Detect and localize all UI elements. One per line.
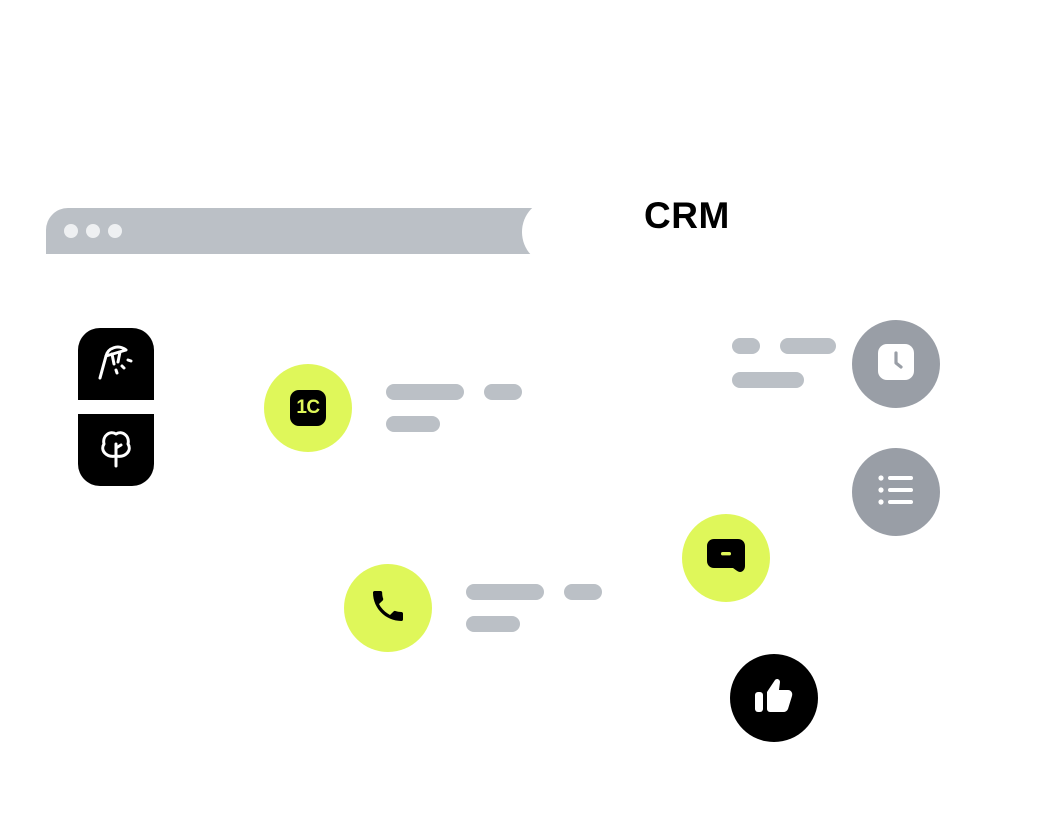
phone-call-circle[interactable] <box>344 564 432 652</box>
thumbs-up-icon <box>753 676 795 721</box>
clock-icon <box>877 343 915 386</box>
1c-integration-circle[interactable]: 1C <box>264 364 352 452</box>
window-dot-icon <box>86 224 100 238</box>
window-dot-icon <box>108 224 122 238</box>
tree-icon <box>94 426 138 475</box>
like-circle[interactable] <box>730 654 818 742</box>
text-placeholder <box>466 616 520 632</box>
browser-window-bar <box>46 208 536 254</box>
text-placeholder <box>386 384 464 400</box>
list-circle[interactable] <box>852 448 940 536</box>
browser-bar-cutout <box>522 200 582 264</box>
list-icon <box>877 473 915 512</box>
text-placeholder <box>466 584 544 600</box>
1c-badge-text: 1C <box>296 397 320 418</box>
app-tile-umbrella[interactable] <box>78 328 154 400</box>
app-tile-tree[interactable] <box>78 414 154 486</box>
text-placeholder <box>732 338 760 354</box>
umbrella-icon <box>94 340 138 389</box>
text-placeholder <box>484 384 522 400</box>
text-placeholder <box>386 416 440 432</box>
page-title: CRM <box>644 195 730 236</box>
clock-circle[interactable] <box>852 320 940 408</box>
phone-icon <box>368 586 408 631</box>
window-dot-icon <box>64 224 78 238</box>
chat-circle[interactable] <box>682 514 770 602</box>
text-placeholder <box>564 584 602 600</box>
chat-icon <box>705 536 747 581</box>
text-placeholder <box>732 372 804 388</box>
1c-icon: 1C <box>290 390 326 426</box>
text-placeholder <box>780 338 836 354</box>
